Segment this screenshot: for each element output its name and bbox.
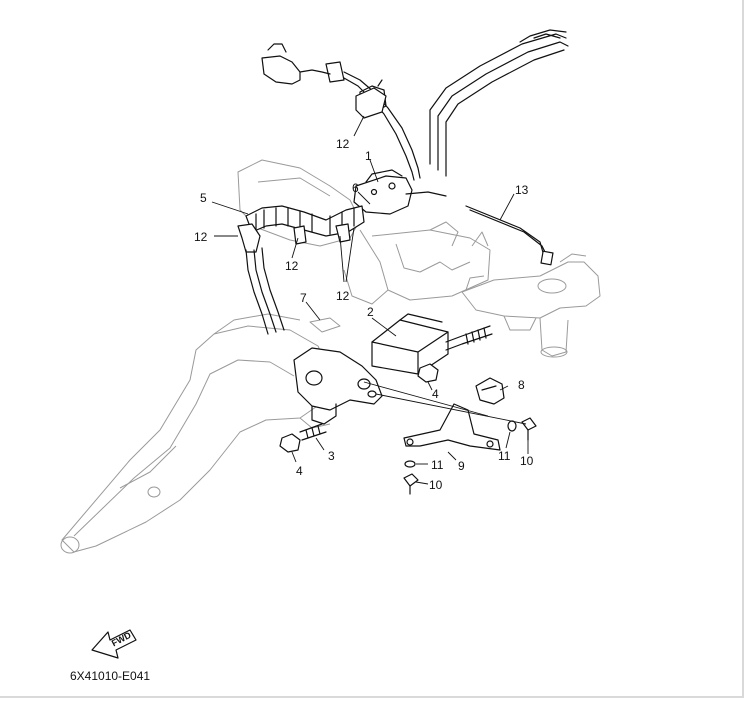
part-7-label-plate bbox=[309, 317, 341, 333]
callout-labels: 1 2 3 4 4 5 6 7 8 9 10 10 11 11 12 12 12… bbox=[194, 137, 534, 492]
part-4-nut-lower bbox=[279, 433, 301, 453]
part-13-lead-wire bbox=[465, 205, 554, 266]
callout-12-mid: 12 bbox=[285, 259, 299, 273]
callout-3: 3 bbox=[328, 449, 335, 463]
drawing-code: 6X41010-E041 bbox=[70, 669, 150, 683]
callout-2: 2 bbox=[367, 305, 374, 319]
ghost-swivel-bracket bbox=[461, 253, 601, 358]
callout-6: 6 bbox=[352, 181, 359, 195]
callout-9: 9 bbox=[458, 459, 465, 473]
callout-5: 5 bbox=[200, 191, 207, 205]
callout-11-right: 11 bbox=[498, 449, 511, 463]
tiller-handle bbox=[60, 313, 331, 554]
part-11-washer-left bbox=[404, 460, 416, 468]
part-11-washer-right bbox=[507, 420, 517, 432]
callout-7: 7 bbox=[300, 291, 307, 305]
fwd-arrow-icon: FWD bbox=[91, 629, 137, 659]
callout-12-right: 12 bbox=[336, 289, 350, 303]
part-5-6-corrugated-tube bbox=[237, 205, 365, 335]
callout-10-left: 10 bbox=[429, 478, 443, 492]
part-1-switch-block bbox=[353, 169, 447, 215]
ghost-engine-housing bbox=[237, 159, 491, 305]
frame-edge-bottom bbox=[0, 696, 744, 698]
callout-13: 13 bbox=[515, 183, 529, 197]
callout-1: 1 bbox=[365, 149, 372, 163]
callout-11-left: 11 bbox=[431, 458, 444, 472]
part-12-cable-clamp-top bbox=[355, 87, 387, 119]
callout-12-top: 12 bbox=[336, 137, 350, 151]
pivot-bracket bbox=[293, 347, 383, 425]
part-8-sensor bbox=[475, 377, 505, 405]
wiring-harness bbox=[261, 29, 569, 181]
callout-12-left: 12 bbox=[194, 230, 208, 244]
frame-edge-right bbox=[742, 0, 744, 698]
part-9-bracket bbox=[403, 403, 501, 451]
leader-lines bbox=[211, 115, 529, 485]
part-4-nut-upper bbox=[417, 363, 439, 383]
callout-4-upper: 4 bbox=[432, 387, 439, 401]
part-3-stud bbox=[299, 423, 327, 441]
part-10-screw-left bbox=[403, 473, 419, 495]
callout-10-right: 10 bbox=[520, 454, 534, 468]
callout-8: 8 bbox=[518, 378, 525, 392]
part-2-block bbox=[371, 313, 493, 375]
part-10-screw-right bbox=[521, 417, 537, 441]
callout-4-lower: 4 bbox=[296, 464, 303, 478]
